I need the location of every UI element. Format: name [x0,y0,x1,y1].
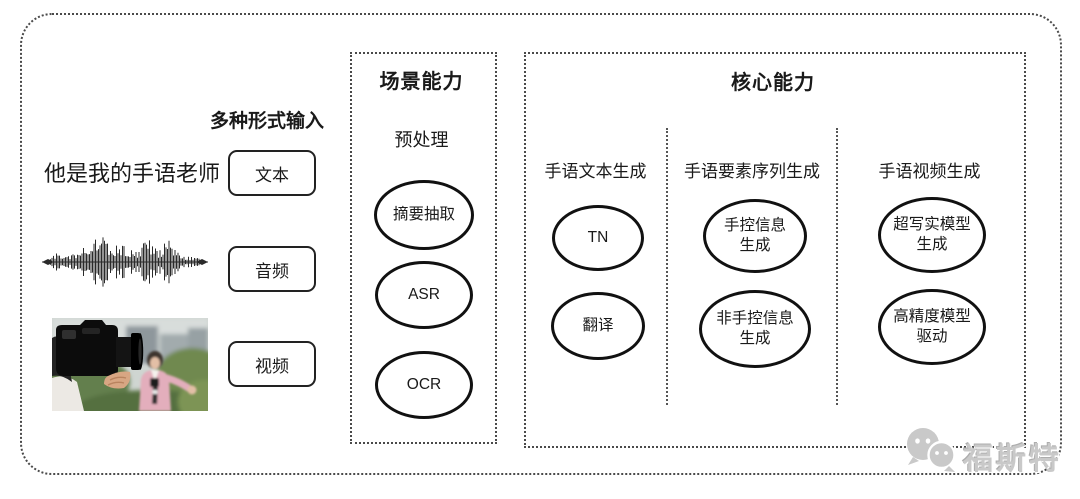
watermark-brand: 福斯特 [963,443,1062,476]
node-tn: TN [552,205,644,271]
input-box-audio: 音频 [228,246,316,292]
node-manual-info-generation: 手控信息 生成 [703,199,807,273]
column-header-text-generation: 手语文本生成 [544,162,647,181]
core-capability-panel [524,52,1026,448]
input-box-video-label: 视频 [255,356,289,376]
scene-panel-title: 场景能力 [379,71,464,93]
video-sample-photo [52,318,208,416]
scene-capability-panel [350,52,497,444]
node-translation: 翻译 [551,292,645,360]
column-header-video-generation: 手语视频生成 [878,162,981,181]
diagram-outer-frame [20,13,1062,475]
wechat-bubbles-icon [903,426,961,478]
node-ocr: OCR [375,351,473,419]
node-hyperrealistic-model-generation: 超写实模型 生成 [878,197,986,273]
input-box-audio-label: 音频 [255,261,289,281]
node-non-manual-info-generation: 非手控信息 生成 [699,290,811,368]
input-section-header: 多种形式输入 [209,111,324,132]
audio-waveform [42,228,208,301]
input-box-video: 视频 [228,341,316,387]
node-asr: ASR [375,261,473,329]
text-example-sentence: 他是我的手语老师 [44,161,221,186]
core-column-divider-2 [836,128,838,405]
node-summary-extraction: 摘要抽取 [374,180,474,250]
core-column-divider-1 [666,128,668,405]
input-box-text: 文本 [228,150,316,196]
node-high-precision-model-driving: 高精度模型 驱动 [878,289,986,365]
core-panel-title: 核心能力 [731,72,815,94]
preprocess-label: 预处理 [394,130,449,150]
column-header-element-sequence: 手语要素序列生成 [684,162,820,181]
input-box-text-label: 文本 [255,165,289,185]
